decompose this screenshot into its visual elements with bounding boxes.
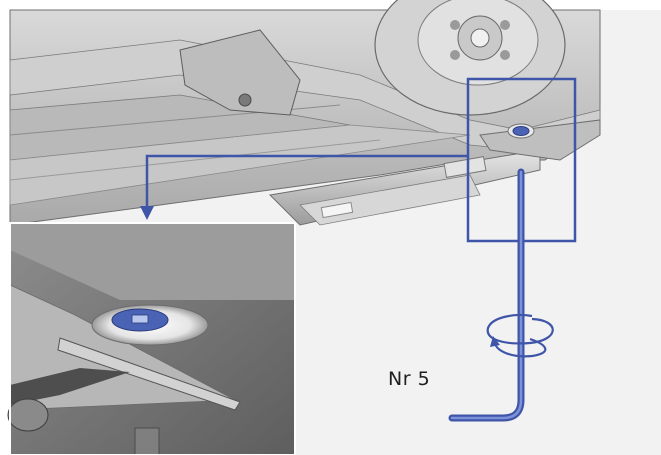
rotation-arrow-icon: [486, 313, 554, 358]
mounting-rail: [268, 119, 601, 226]
machine-housing: [9, 0, 601, 226]
detail-inset: [7, 222, 296, 455]
motor-disc: [374, 0, 566, 116]
tool-label: Nr 5: [388, 368, 431, 390]
screw-icon: [507, 123, 535, 139]
hex-key-icon: [448, 168, 525, 422]
detail-pointer-arrow: [140, 154, 468, 220]
